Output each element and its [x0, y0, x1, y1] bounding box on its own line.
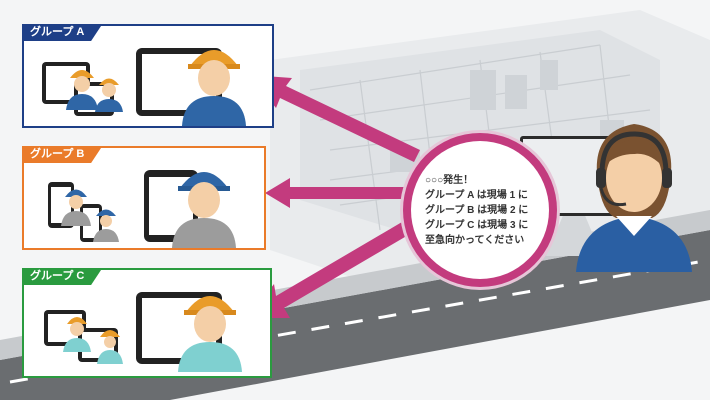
group-c-panel: グループ C	[22, 268, 272, 378]
alert-line: ○○○発生！	[425, 174, 474, 186]
arrow-icon	[248, 75, 420, 318]
alert-line: グループ A は現場 1 に	[425, 189, 528, 201]
worker-icon	[172, 172, 236, 248]
worker-icon	[66, 70, 98, 110]
group-c-label: グループ C	[22, 268, 103, 285]
worker-icon	[95, 78, 123, 112]
alert-line: グループ B は現場 2 に	[425, 204, 529, 216]
group-a-label: グループ A	[22, 24, 103, 41]
alert-line: 至急向かってください	[425, 234, 525, 246]
worker-icon	[178, 296, 242, 372]
smartphone-icon	[80, 204, 102, 242]
group-b-panel: グループ B	[22, 146, 266, 250]
alert-message-text: ○○○発生！ グループ A は現場 1 に グループ B は現場 2 に グルー…	[411, 141, 549, 279]
worker-icon	[97, 330, 123, 364]
group-a-panel: グループ A	[22, 24, 274, 128]
headset-icon	[596, 131, 672, 207]
worker-icon	[93, 209, 119, 242]
worker-icon	[182, 50, 246, 126]
worker-icon	[63, 317, 91, 352]
worker-icon	[61, 189, 91, 226]
operator-icon	[576, 124, 692, 272]
group-b-label: グループ B	[22, 146, 103, 163]
alert-line: グループ C は現場 3 に	[425, 219, 529, 231]
alert-message-bubble: ○○○発生！ グループ A は現場 1 に グループ B は現場 2 に グルー…	[403, 133, 557, 287]
